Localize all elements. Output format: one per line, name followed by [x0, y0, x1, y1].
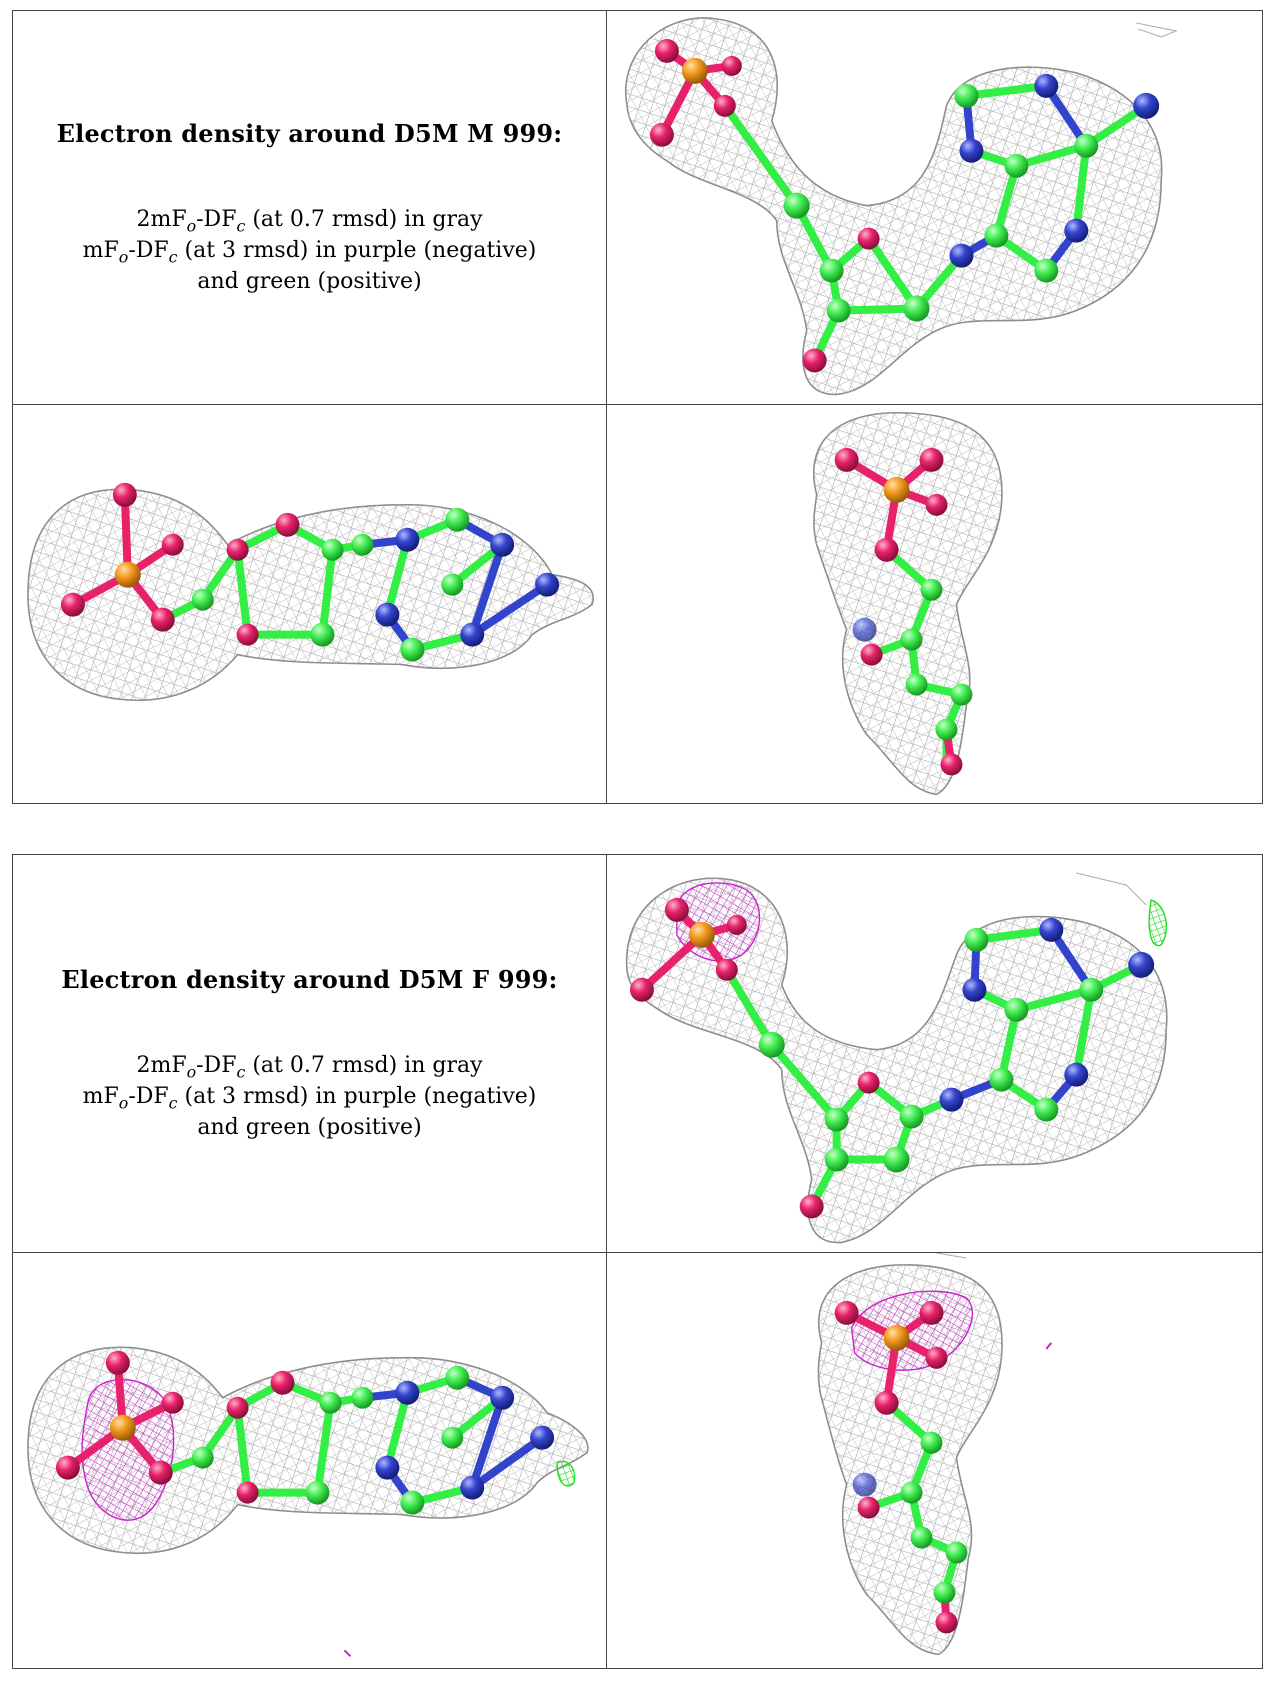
molecule-view-1: [624, 17, 1178, 396]
atoms: [55, 1351, 555, 1515]
legend-line-positive: and green (positive): [197, 268, 422, 294]
density-mesh: [624, 17, 1178, 396]
density-image-f-view-3: [606, 1252, 1263, 1669]
molecule-view-1: [625, 872, 1168, 1244]
density-mesh: [625, 872, 1168, 1244]
panel-title: Electron density around D5M F 999:: [61, 964, 558, 994]
density-image-m-view-3: [606, 404, 1263, 804]
molecule-view-3: [813, 412, 1003, 796]
density-image-m-view-2: [12, 404, 607, 804]
legend-line-2mfo: 2mFo-DFc (at 0.7 rmsd) in gray: [136, 1052, 483, 1082]
molecule-view-2: [27, 1346, 589, 1658]
density-table-m: Electron density around D5M M 999: 2mFo-…: [12, 9, 1263, 804]
legend-line-positive: and green (positive): [197, 1114, 422, 1140]
caption-cell-f: Electron density around D5M F 999: 2mFo-…: [12, 853, 607, 1254]
caption-cell-m: Electron density around D5M M 999: 2mFo-…: [12, 9, 607, 406]
density-mesh: [27, 488, 594, 702]
density-table-f: Electron density around D5M F 999: 2mFo-…: [12, 853, 1263, 1669]
legend-line-mfo: mFo-DFc (at 3 rmsd) in purple (negative): [82, 1083, 537, 1113]
atoms: [649, 38, 1160, 373]
legend-line-2mfo: 2mFo-DFc (at 0.7 rmsd) in gray: [136, 206, 483, 236]
atoms: [60, 483, 560, 662]
density-image-f-view-2: [12, 1252, 607, 1669]
molecule-view-2: [27, 483, 594, 702]
molecule-view-3: [817, 1253, 1053, 1656]
atoms: [834, 1301, 968, 1634]
legend-line-mfo: mFo-DFc (at 3 rmsd) in purple (negative): [82, 237, 537, 267]
atoms: [834, 448, 973, 776]
panel-title: Electron density around D5M M 999:: [56, 118, 563, 148]
density-image-f-view-1: [606, 853, 1263, 1254]
density-image-m-view-1: [606, 9, 1263, 406]
atoms: [629, 897, 1155, 1219]
